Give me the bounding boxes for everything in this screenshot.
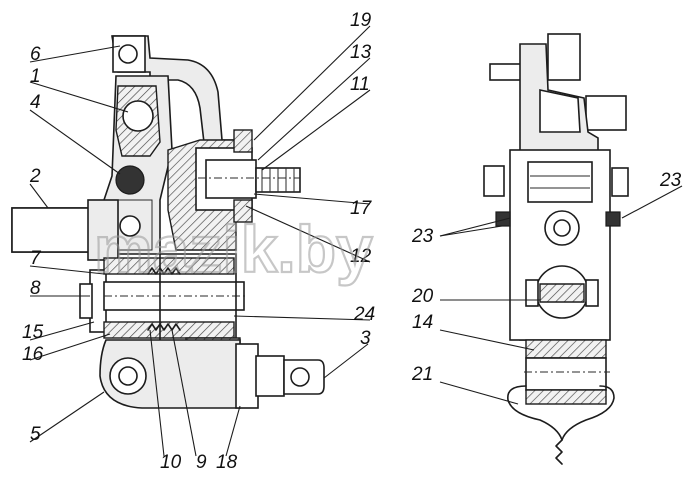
part-labels: 6 1 4 2 7 8 15 16 5 10 9 18 19 13 11 17 … — [22, 10, 682, 473]
label-9: 9 — [196, 452, 207, 473]
label-18: 18 — [216, 452, 238, 473]
label-4: 4 — [30, 92, 41, 113]
label-17: 17 — [350, 198, 373, 219]
label-23-left: 23 — [411, 226, 434, 247]
label-15: 15 — [22, 322, 44, 343]
label-2: 2 — [29, 166, 41, 187]
right-side-view — [483, 33, 629, 465]
label-10: 10 — [160, 452, 182, 473]
label-19: 19 — [350, 10, 372, 31]
label-6: 6 — [30, 44, 41, 65]
label-24: 24 — [353, 304, 375, 325]
label-1: 1 — [30, 66, 41, 87]
leader-lines — [29, 25, 683, 457]
label-21: 21 — [411, 364, 433, 385]
label-7: 7 — [30, 248, 42, 269]
label-5: 5 — [30, 424, 41, 445]
label-16: 16 — [22, 344, 44, 365]
label-13: 13 — [350, 42, 372, 63]
label-20: 20 — [411, 286, 434, 307]
label-11: 11 — [350, 74, 370, 95]
left-section-view — [11, 35, 325, 409]
label-12: 12 — [350, 246, 372, 267]
label-8: 8 — [30, 278, 41, 299]
label-3: 3 — [360, 328, 371, 349]
label-23-right: 23 — [659, 170, 682, 191]
label-14: 14 — [412, 312, 433, 333]
watermark-text: mazik.by — [94, 212, 373, 286]
